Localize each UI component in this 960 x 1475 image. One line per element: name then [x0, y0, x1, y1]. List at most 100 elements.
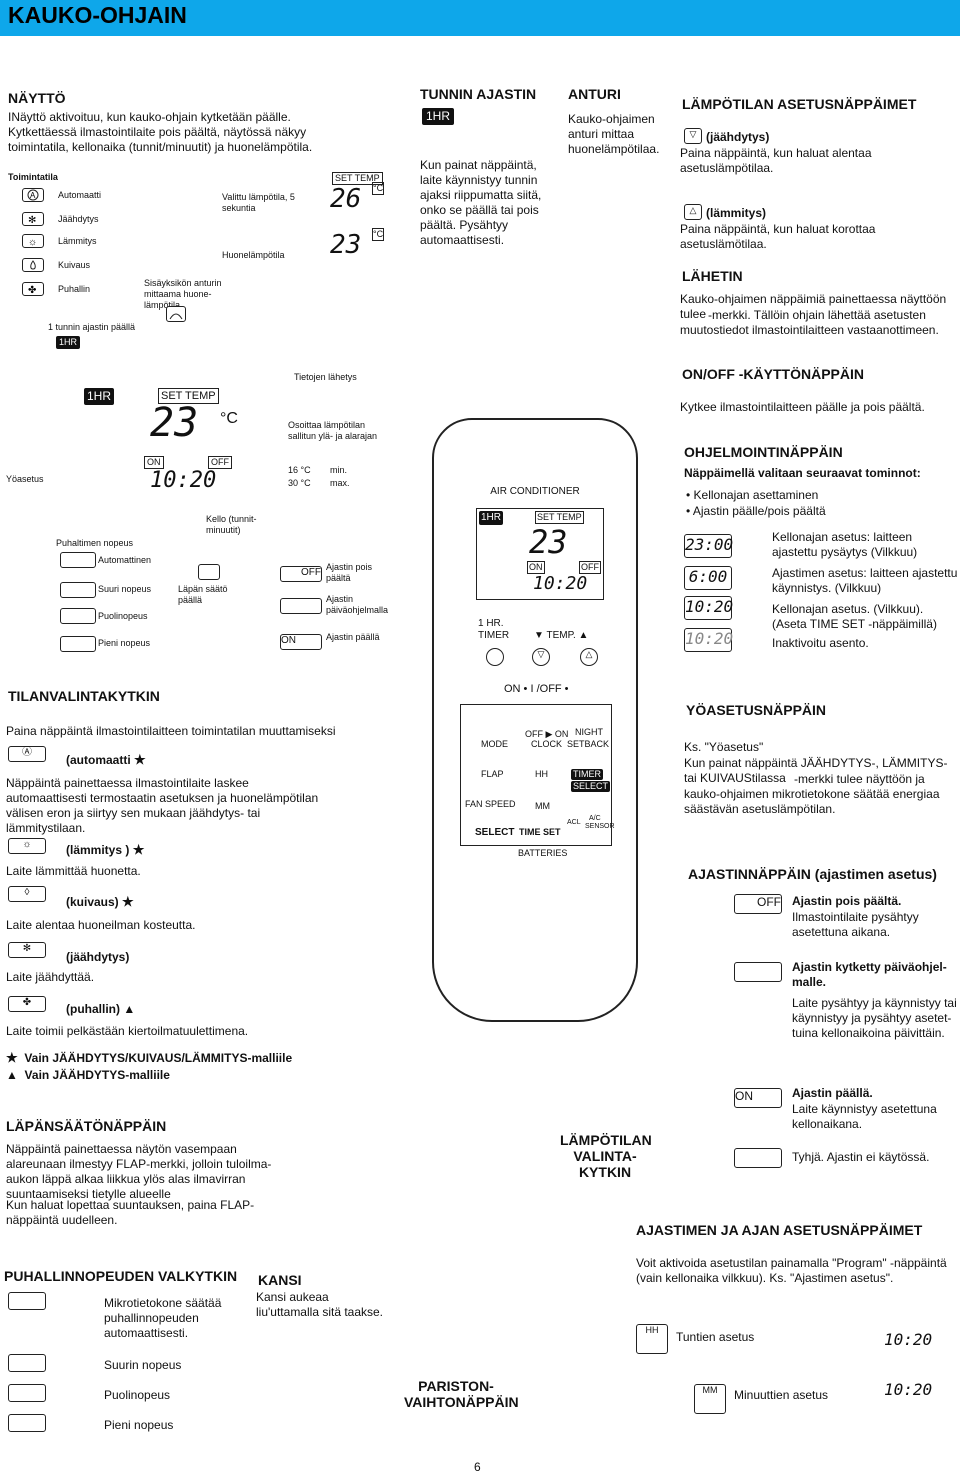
remote-temp-up-button[interactable]: △: [580, 648, 598, 666]
remote-temp-down-button[interactable]: ▽: [532, 648, 550, 666]
snowflake-icon: ✻: [22, 212, 44, 226]
lcd-time: 10:20: [150, 468, 217, 493]
max-word: max.: [330, 478, 350, 488]
ajastimen-ajan-title: AJASTIMEN JA AJAN ASETUSNÄPPÄIMET: [636, 1222, 923, 1238]
ajastin-daily-icon: [734, 962, 782, 982]
remote-select[interactable]: SELECT: [475, 827, 515, 838]
anturi-body: Kauko-ohjaimen anturi mittaa huonelämpöt…: [568, 112, 660, 156]
tilanvalinta-intro: Paina näppäintä ilmastointilaitteen toim…: [6, 724, 336, 738]
heat-mode-label: (lämmitys ) ★: [66, 842, 145, 857]
deg-c-badge-1: °C: [372, 182, 385, 195]
remote-hh[interactable]: HH: [535, 769, 548, 779]
remote-setback[interactable]: SETBACK: [567, 739, 610, 749]
note-2: ▲ Vain JÄÄHDYTYS-malliile: [6, 1068, 170, 1082]
ohj-lcd-2: 6:00: [684, 566, 732, 590]
ohjelmointi-bullet-2: • Ajastin päälle/pois päältä: [686, 504, 826, 518]
lcd-room-temp: 23: [330, 230, 362, 260]
remote-timer-btn[interactable]: TIMER: [571, 769, 603, 780]
flap-label: Läpän säätö päällä: [178, 584, 228, 605]
remote-night[interactable]: NIGHT: [575, 727, 603, 737]
fan-mid-button-icon: [8, 1384, 46, 1402]
puhallin-item-1: Mikrotietokone säätää puhallinnopeuden a…: [104, 1296, 222, 1340]
cool-mode-body: Laite jäähdyttää.: [6, 970, 95, 984]
remote-acl[interactable]: ACL: [567, 819, 581, 826]
ohj-lcd-3: 10:20: [684, 596, 733, 620]
remote-on: ON: [527, 561, 545, 574]
svg-text:✤: ✤: [28, 285, 36, 295]
minutes-lcd: 10:20: [884, 1380, 932, 1402]
timer-1hr-label: 1 tunnin ajastin päällä: [48, 322, 136, 332]
max-temp-label: 30 °C: [288, 478, 311, 488]
remote-mm[interactable]: MM: [535, 801, 550, 811]
sensor-icon: [166, 306, 186, 322]
bullet-1-text: Kellonajan asettaminen: [693, 488, 819, 502]
ajastin-off-icon: OFF: [734, 894, 782, 914]
cool-body: Paina näppäintä, kun haluat alentaa aset…: [680, 146, 872, 175]
remote-off-on[interactable]: OFF ▶ ON: [525, 729, 569, 739]
ohj-lcd-1: 23:00: [684, 534, 733, 558]
fan-label-text: (puhallin): [66, 1002, 120, 1016]
selected-temp-label: Valittu lämpötila, 5 sekuntia: [222, 192, 295, 213]
tilanvalinta-title: TILANVALINTAKYTKIN: [8, 688, 160, 704]
hh-button[interactable]: HH: [636, 1324, 668, 1354]
fan-high-button-icon: [8, 1354, 46, 1372]
toimintatila-label: Toimintatila: [8, 172, 58, 182]
mode-auto-label: Automaatti: [58, 190, 102, 200]
note-1-text: Vain JÄÄHDYTYS/KUIVAUS/LÄMMITYS-malliile: [24, 1051, 293, 1065]
ohjelmointi-bullet-1: • Kellonajan asettaminen: [686, 488, 819, 502]
yoasetus-body-3: -merkki tulee näyttöön ja kauko-ohjaimen…: [684, 772, 940, 816]
auto-button-icon: Ⓐ: [8, 746, 46, 762]
auto-mode-icon: A: [22, 188, 44, 202]
cool-mode-label: (jäähdytys): [66, 950, 130, 964]
puhallin-item-3: Puolinopeus: [104, 1388, 171, 1402]
ohj-lcd-4: 10:20: [684, 628, 733, 652]
remote-batteries[interactable]: BATTERIES: [518, 848, 568, 858]
heat-mode-body: Laite lämmittää huonetta.: [6, 864, 141, 878]
remote-cover-panel: MODE FLAP FAN SPEED SELECT OFF ▶ ON CLOC…: [460, 704, 615, 846]
mm-button[interactable]: MM: [694, 1384, 726, 1414]
remote-temp-label: ▼ TEMP. ▲: [534, 630, 589, 641]
lapan-body-1: Näppäintä painettaessa näytön vasempaan …: [6, 1142, 272, 1201]
flap-icon: [198, 564, 220, 580]
remote-onoff-label[interactable]: ON • I /OFF •: [504, 683, 569, 695]
tunnin-body: Kun painat näppäintä, laite käynnistyy t…: [420, 158, 542, 247]
fan-low-button-icon: [8, 1414, 46, 1432]
svg-text:☼: ☼: [28, 237, 37, 247]
sun-icon: ☼: [22, 234, 44, 248]
kansi-body: Kansi aukeaa liu'uttamalla sitä taakse.: [256, 1290, 384, 1319]
onoff-title: ON/OFF -KÄYTTÖNÄPPÄIN: [682, 366, 864, 382]
lahetin-body-2: -merkki. Tällöin ohjain lähettää asetust…: [680, 308, 939, 337]
timer-on-label: Ajastin päällä: [326, 632, 380, 642]
lampotila-napit-title: LÄMPÖTILAN ASETUSNÄPPÄIMET: [682, 96, 917, 112]
lcd-display: 1HR SET TEMP 23 °C ON OFF 10:20: [80, 384, 240, 496]
remote-time: 10:20: [533, 573, 588, 594]
remote-flap[interactable]: FLAP: [481, 769, 504, 779]
remote-control: AIR CONDITIONER 1HR SET TEMP 23 ON OFF 1…: [432, 418, 638, 1022]
puhallin-item-4: Pieni nopeus: [104, 1418, 174, 1432]
remote-fan-speed[interactable]: FAN SPEED: [465, 799, 516, 809]
remote-time-set: TIME SET: [519, 827, 561, 837]
fan-auto-button-icon: [8, 1292, 46, 1310]
yoasetus-body-1: Ks. "Yöasetus": [684, 740, 764, 754]
ohj-row-2: Ajastimen asetus: laitteen ajastettu käy…: [772, 566, 958, 595]
page-title: KAUKO-OHJAIN: [8, 2, 187, 28]
mode-heat-label: Lämmitys: [58, 236, 97, 246]
tunnin-title: TUNNIN AJASTIN: [420, 86, 537, 102]
auto-label-text: (automaatti: [66, 753, 131, 767]
svg-text:A: A: [30, 191, 36, 200]
timer-daily-icon: [280, 598, 322, 614]
header-bar: KAUKO-OHJAIN: [0, 0, 960, 36]
puhallin-item-2: Suurin nopeus: [104, 1358, 182, 1372]
remote-mode[interactable]: MODE: [481, 739, 508, 749]
remote-select-btn[interactable]: SELECT: [571, 781, 611, 792]
fan-mid-label: Puolinopeus: [98, 611, 148, 621]
fan-mode-body: Laite toimii pelkästään kiertoilmatuulet…: [6, 1024, 249, 1038]
heat-label-text: (lämmitys ): [66, 843, 130, 857]
remote-clock: CLOCK: [531, 739, 563, 749]
mode-fan-label: Puhallin: [58, 284, 91, 294]
lcd-set-temp: 26: [330, 184, 362, 214]
heat-body: Paina näppäintä, kun haluat korottaa ase…: [680, 222, 876, 251]
remote-1hr-button[interactable]: [486, 648, 504, 666]
remote-sensor: SENSOR: [585, 823, 615, 830]
remote-lcd: 1HR SET TEMP 23 ON OFF 10:20: [476, 508, 604, 600]
